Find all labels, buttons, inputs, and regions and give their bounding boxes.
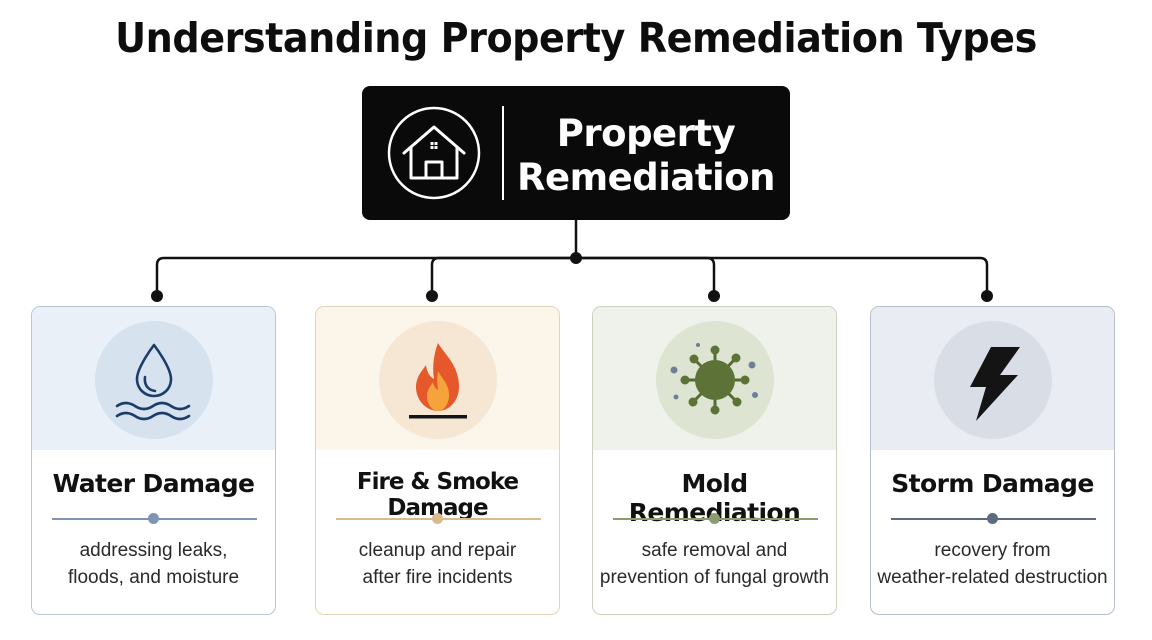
card-header-area <box>32 307 275 450</box>
root-label-line1: Property <box>556 112 736 155</box>
card-storm-damage: Storm Damage recovery from weather-relat… <box>870 306 1115 615</box>
card-description-line2: prevention of fungal growth <box>599 567 830 588</box>
connector-branch-water <box>155 256 578 298</box>
card-description: addressing leaks, floods, and moisture <box>32 537 275 591</box>
connector-branch-fire <box>430 256 578 298</box>
card-title: Water Damage <box>52 469 255 498</box>
card-description-line2: weather-related destruction <box>877 567 1108 588</box>
card-separator-dot <box>709 513 720 524</box>
connector-branch-mold <box>574 256 716 298</box>
root-label: Property Remediation <box>512 112 780 200</box>
card-separator-dot <box>987 513 998 524</box>
card-description-line1: addressing leaks, <box>79 540 228 561</box>
icon-circle <box>655 321 774 439</box>
root-divider <box>502 106 504 200</box>
connector-node-center <box>570 252 582 264</box>
card-description: cleanup and repair after fire incidents <box>316 537 559 591</box>
card-header-area <box>316 307 559 450</box>
card-header-area <box>871 307 1114 450</box>
connector-branch-storm <box>574 256 989 298</box>
house-icon <box>387 106 481 200</box>
root-node-property-remediation: Property Remediation <box>362 86 790 220</box>
card-header-area <box>593 307 836 450</box>
icon-circle <box>378 321 497 439</box>
card-water-damage: Water Damage addressing leaks, floods, a… <box>31 306 276 615</box>
connector-node-mold <box>708 290 720 302</box>
card-mold-remediation: Mold Remediation safe removal and preven… <box>592 306 837 615</box>
connector-node-fire <box>426 290 438 302</box>
card-separator-dot <box>432 513 443 524</box>
connector-node-storm <box>981 290 993 302</box>
lightning-bolt-icon <box>969 347 1020 421</box>
icon-circle <box>94 321 213 439</box>
flame-icon <box>408 343 467 419</box>
card-separator-dot <box>148 513 159 524</box>
card-description-line1: recovery from <box>934 540 1051 561</box>
card-description: recovery from weather-related destructio… <box>871 537 1114 591</box>
diagram-title: Understanding Property Remediation Types <box>115 14 1037 62</box>
card-description-line2: after fire incidents <box>362 567 513 588</box>
card-description: safe removal and prevention of fungal gr… <box>593 537 836 591</box>
card-description-line2: floods, and moisture <box>67 567 240 588</box>
card-title: Storm Damage <box>891 469 1094 498</box>
card-description-line1: safe removal and <box>641 540 788 561</box>
root-label-line2: Remediation <box>517 156 776 199</box>
card-fire-smoke-damage: Fire & Smoke Damage cleanup and repair a… <box>315 306 560 615</box>
connector-node-water <box>151 290 163 302</box>
card-description-line1: cleanup and repair <box>358 540 517 561</box>
icon-circle <box>933 321 1052 439</box>
water-drop-icon <box>115 343 190 421</box>
mold-spore-icon <box>670 343 758 415</box>
